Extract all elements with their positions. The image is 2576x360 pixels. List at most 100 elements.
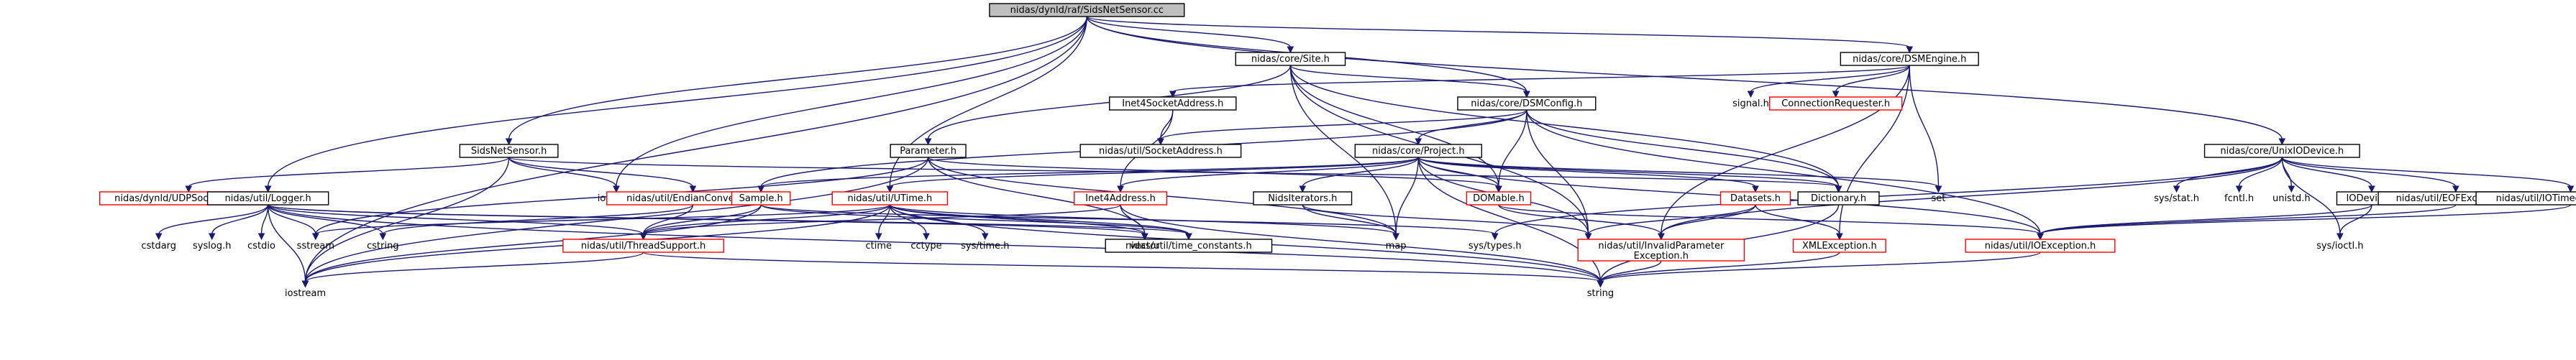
edge-arrowhead — [1491, 233, 1499, 241]
node-cstring[interactable]: cstring — [367, 241, 398, 251]
node-logger[interactable]: nidas/util/Logger.h — [206, 191, 329, 206]
node-label: ConnectionRequester.h — [1781, 98, 1890, 109]
edge-logger-to-syslog — [208, 204, 269, 241]
edge-site-to-domable — [1289, 65, 1502, 193]
node-map[interactable]: map — [1386, 241, 1407, 251]
node-sockaddr[interactable]: nidas/util/SocketAddress.h — [1079, 144, 1242, 158]
edge-sidsnetsensor-to-endian — [508, 157, 697, 193]
edge-iotimeout-to-ioexc — [2037, 204, 2572, 241]
node-site[interactable]: nidas/core/Site.h — [1235, 52, 1346, 66]
node-systypes[interactable]: sys/types.h — [1469, 241, 1522, 251]
node-connreq[interactable]: ConnectionRequester.h — [1769, 96, 1903, 111]
node-box — [459, 144, 559, 158]
edge-line — [1909, 65, 1940, 188]
edge-root-to-unixiodev — [1086, 16, 2286, 146]
node-label: string — [1587, 288, 1614, 299]
edge-site-to-dsmconfig — [1289, 65, 1530, 98]
edge-nditer-to-list — [1302, 204, 1592, 241]
edge-arrowhead — [2336, 233, 2344, 241]
node-cctype[interactable]: cctype — [910, 241, 941, 251]
node-inet4addr[interactable]: Inet4Address.h — [1074, 191, 1168, 206]
node-project[interactable]: nidas/core/Project.h — [1354, 144, 1482, 158]
edge-line — [1086, 16, 1292, 48]
node-iostream[interactable]: iostream — [285, 288, 326, 299]
edge-inet4addr-to-vector — [1120, 204, 1148, 241]
edge-line — [2281, 157, 2341, 235]
node-sidsnetsensor[interactable]: SidsNetSensor.h — [459, 144, 559, 158]
edge-line — [304, 251, 644, 282]
node-label: NidsIterators.h — [1268, 193, 1337, 204]
edge-line — [1120, 204, 1602, 282]
edge-line — [1289, 65, 1840, 188]
edge-arrowhead — [1658, 233, 1665, 241]
node-iotimeout[interactable]: nidas/util/IOTimeoutException.h — [2475, 191, 2576, 206]
node-ioexc[interactable]: nidas/util/IOException.h — [1965, 239, 2116, 253]
node-label: nidas/util/Logger.h — [225, 193, 311, 204]
node-parameter[interactable]: Parameter.h — [890, 144, 967, 158]
node-dsmconfig[interactable]: nidas/core/DSMConfig.h — [1457, 96, 1597, 111]
node-ctime[interactable]: ctime — [866, 241, 892, 251]
node-fcntl[interactable]: fcntl.h — [2224, 193, 2254, 204]
node-box — [1965, 239, 2116, 253]
edge-root-to-logger — [264, 16, 1088, 193]
node-domable[interactable]: DOMable.h — [1466, 191, 1532, 206]
node-dsmengine[interactable]: nidas/core/DSMEngine.h — [1840, 52, 1979, 66]
node-datasets[interactable]: Datasets.h — [1719, 191, 1791, 206]
node-label: vector — [1130, 241, 1160, 251]
edge-arrowhead — [208, 233, 216, 241]
node-cstdarg[interactable]: cstdarg — [141, 241, 176, 251]
node-cstdio[interactable]: cstdio — [247, 241, 275, 251]
node-sysioctl[interactable]: sys/ioctl.h — [2316, 241, 2363, 251]
node-vector[interactable]: vector — [1130, 241, 1160, 251]
node-label: nidas/util/ThreadSupport.h — [581, 241, 705, 251]
edge-arrowhead — [312, 233, 319, 241]
edge-line — [889, 204, 1146, 235]
node-timeconst[interactable]: nidas/util/time_constants.h — [1105, 239, 1273, 253]
edge-line — [1661, 157, 2283, 235]
node-xmlexc[interactable]: XMLException.h — [1792, 239, 1886, 253]
node-inet4sockaddr[interactable]: Inet4SocketAddress.h — [1109, 96, 1237, 111]
node-label: nidas/util/time_constants.h — [1125, 241, 1252, 251]
node-sstream[interactable]: sstream — [297, 241, 334, 251]
edge-arrowhead — [1495, 185, 1502, 193]
node-dictionary[interactable]: Dictionary.h — [1797, 191, 1880, 206]
edge-arrowhead — [1747, 91, 1755, 98]
node-string[interactable]: string — [1587, 288, 1614, 299]
node-box — [1354, 144, 1482, 158]
node-set[interactable]: set — [1932, 193, 1946, 204]
node-sample[interactable]: Sample.h — [731, 191, 791, 206]
node-label: sys/stat.h — [2154, 193, 2199, 204]
node-signal[interactable]: signal.h — [1732, 98, 1769, 109]
edge-line — [1120, 204, 1146, 235]
edge-sidsnetsensor-to-udpsock — [185, 157, 510, 193]
edge-arrowhead — [1185, 233, 1192, 241]
node-threadsupport[interactable]: nidas/util/ThreadSupport.h — [562, 239, 724, 253]
node-sysstat[interactable]: sys/stat.h — [2154, 193, 2199, 204]
node-nditer[interactable]: NidsIterators.h — [1253, 191, 1353, 206]
edge-line — [1172, 65, 1910, 93]
node-utime[interactable]: nidas/util/UTime.h — [831, 191, 949, 206]
edge-line — [2040, 204, 2372, 235]
node-box — [1105, 239, 1273, 253]
node-systime[interactable]: sys/time.h — [961, 241, 1009, 251]
node-box — [1719, 191, 1791, 206]
node-label: Datasets.h — [1730, 193, 1781, 204]
node-unixiodev[interactable]: nidas/core/UnixIODevice.h — [2203, 144, 2360, 158]
edge-line — [889, 157, 1419, 188]
node-unistd[interactable]: unistd.h — [2273, 193, 2311, 204]
node-box — [1074, 191, 1168, 206]
edge-inet4addr-to-threadsupport — [639, 204, 1121, 241]
edge-arrowhead — [2567, 185, 2575, 193]
edge-site-to-dictionary — [1289, 65, 1842, 193]
node-syslog[interactable]: syslog.h — [193, 241, 231, 251]
node-box — [831, 191, 949, 206]
node-label: unistd.h — [2273, 193, 2311, 204]
edge-line — [2281, 157, 2372, 188]
edge-line — [1417, 157, 1756, 188]
edge-arrowhead — [874, 233, 882, 241]
node-box — [1253, 191, 1353, 206]
edge-line — [1289, 65, 1397, 235]
edge-line — [1302, 157, 1419, 188]
node-root[interactable]: nidas/dynld/raf/SidsNetSensor.cc — [989, 3, 1185, 17]
